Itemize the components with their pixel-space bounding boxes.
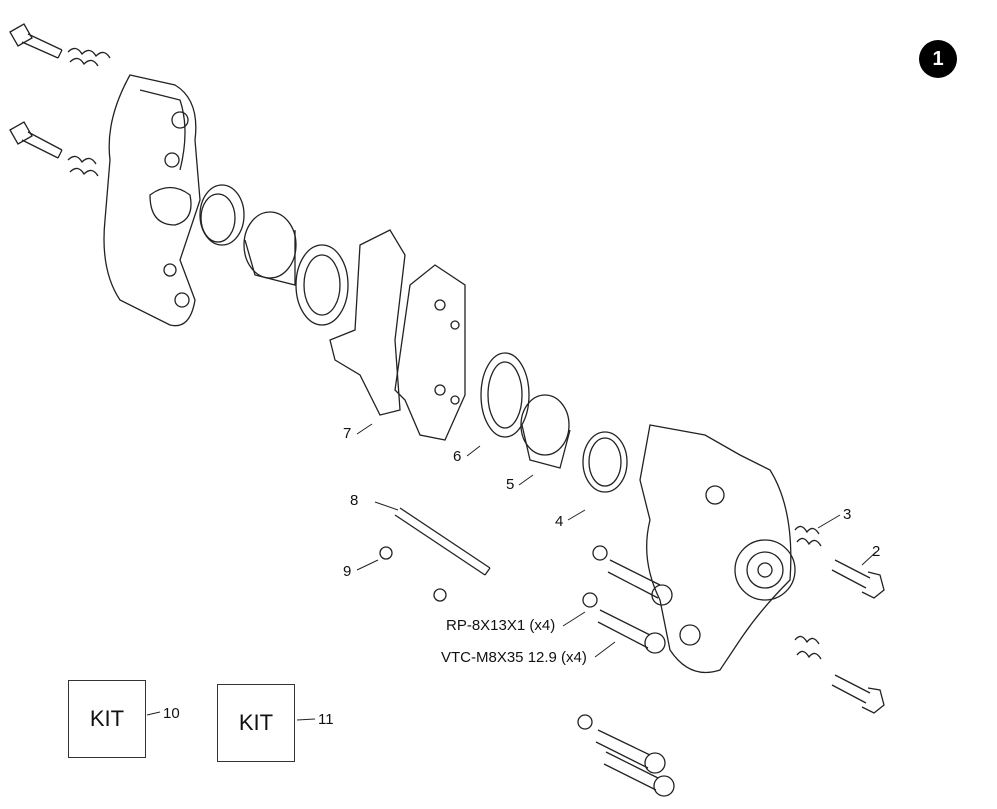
- callout-6: 6: [453, 448, 462, 465]
- washer-note: RP-8X13X1 (x4): [446, 617, 556, 634]
- bolt-top-left-1: [9, 23, 111, 67]
- bolts-right: [577, 525, 885, 797]
- callout-5: 5: [506, 476, 515, 493]
- group-number-badge: 1: [919, 40, 957, 78]
- bolt-note: VTC-M8X35 12.9 (x4): [441, 649, 587, 666]
- callout-4: 4: [555, 513, 564, 530]
- caliper-half-left: [103, 74, 201, 327]
- caliper-half-right: [639, 424, 796, 674]
- kit-box-10: KIT: [68, 680, 146, 758]
- callout-8: 8: [350, 492, 359, 509]
- bolt-top-left-2: [9, 121, 99, 177]
- callout-9: 9: [343, 563, 352, 580]
- leader-lines: [146, 423, 877, 721]
- brake-pads: [329, 229, 466, 441]
- piston-seal-left: [199, 184, 349, 326]
- piston-seal-right: [480, 352, 628, 493]
- kit-box-11: KIT: [217, 684, 295, 762]
- clips: [379, 546, 447, 602]
- kit-label: KIT: [238, 710, 274, 735]
- pin: [394, 507, 491, 576]
- callout-3: 3: [843, 506, 852, 523]
- callout-2: 2: [872, 543, 881, 560]
- callout-7: 7: [343, 425, 352, 442]
- kit-label: KIT: [89, 706, 125, 731]
- callout-11: 11: [318, 711, 334, 728]
- callout-10: 10: [163, 705, 180, 722]
